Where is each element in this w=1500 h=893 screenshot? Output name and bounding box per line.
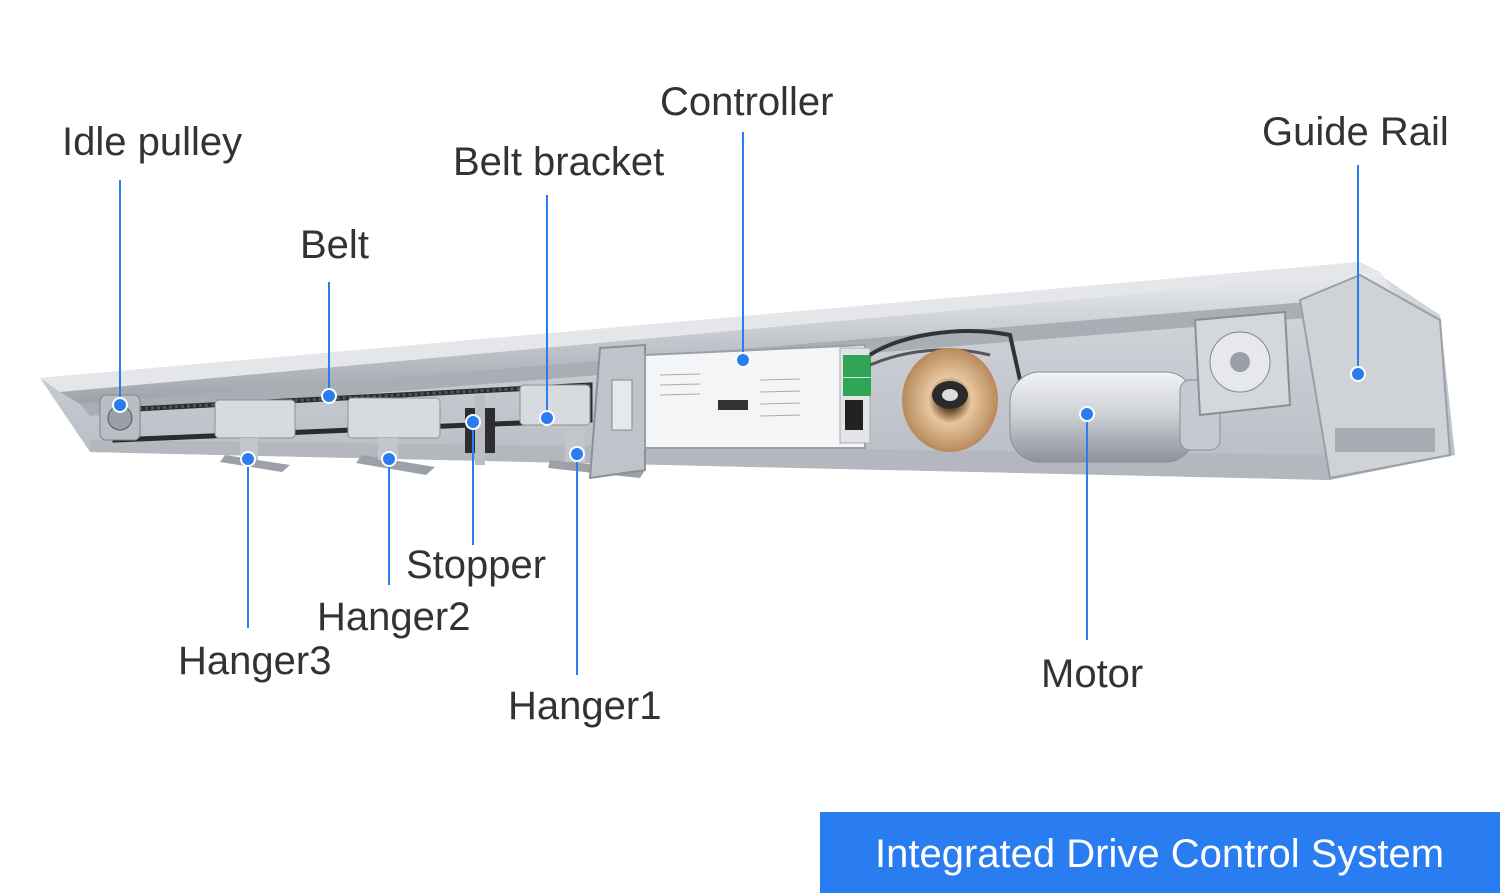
dot-hanger3 <box>240 451 256 467</box>
idle-pulley-part <box>99 394 141 441</box>
belt-bracket-part <box>519 384 591 426</box>
dot-controller <box>735 352 751 368</box>
label-belt-bracket: Belt bracket <box>453 140 665 184</box>
label-controller: Controller <box>660 80 834 124</box>
dot-guide-rail <box>1350 366 1366 382</box>
label-idle-pulley: Idle pulley <box>62 120 243 164</box>
dot-motor <box>1079 406 1095 422</box>
wiring <box>868 329 1022 381</box>
dot-belt-bracket <box>539 410 555 426</box>
label-motor: Motor <box>1041 652 1144 696</box>
dot-hanger1 <box>569 446 585 462</box>
leader-dots <box>112 352 1366 467</box>
label-belt: Belt <box>300 223 369 267</box>
dot-stopper <box>465 414 481 430</box>
dot-idle-pulley <box>112 397 128 413</box>
transformer <box>902 348 998 452</box>
dot-belt <box>321 388 337 404</box>
label-hanger3: Hanger3 <box>178 639 332 683</box>
motor-part <box>1009 310 1292 463</box>
leader-lines <box>119 132 1359 675</box>
label-stopper: Stopper <box>406 543 547 587</box>
dot-hanger2 <box>381 451 397 467</box>
controller-housing <box>588 343 871 480</box>
label-guide-rail: Guide Rail <box>1262 110 1449 154</box>
controller-text-lines <box>659 373 801 417</box>
caption-banner: Integrated Drive Control System <box>820 812 1500 893</box>
label-hanger1: Hanger1 <box>508 684 662 728</box>
label-hanger2: Hanger2 <box>317 595 471 639</box>
caption-text: Integrated Drive Control System <box>875 832 1445 876</box>
